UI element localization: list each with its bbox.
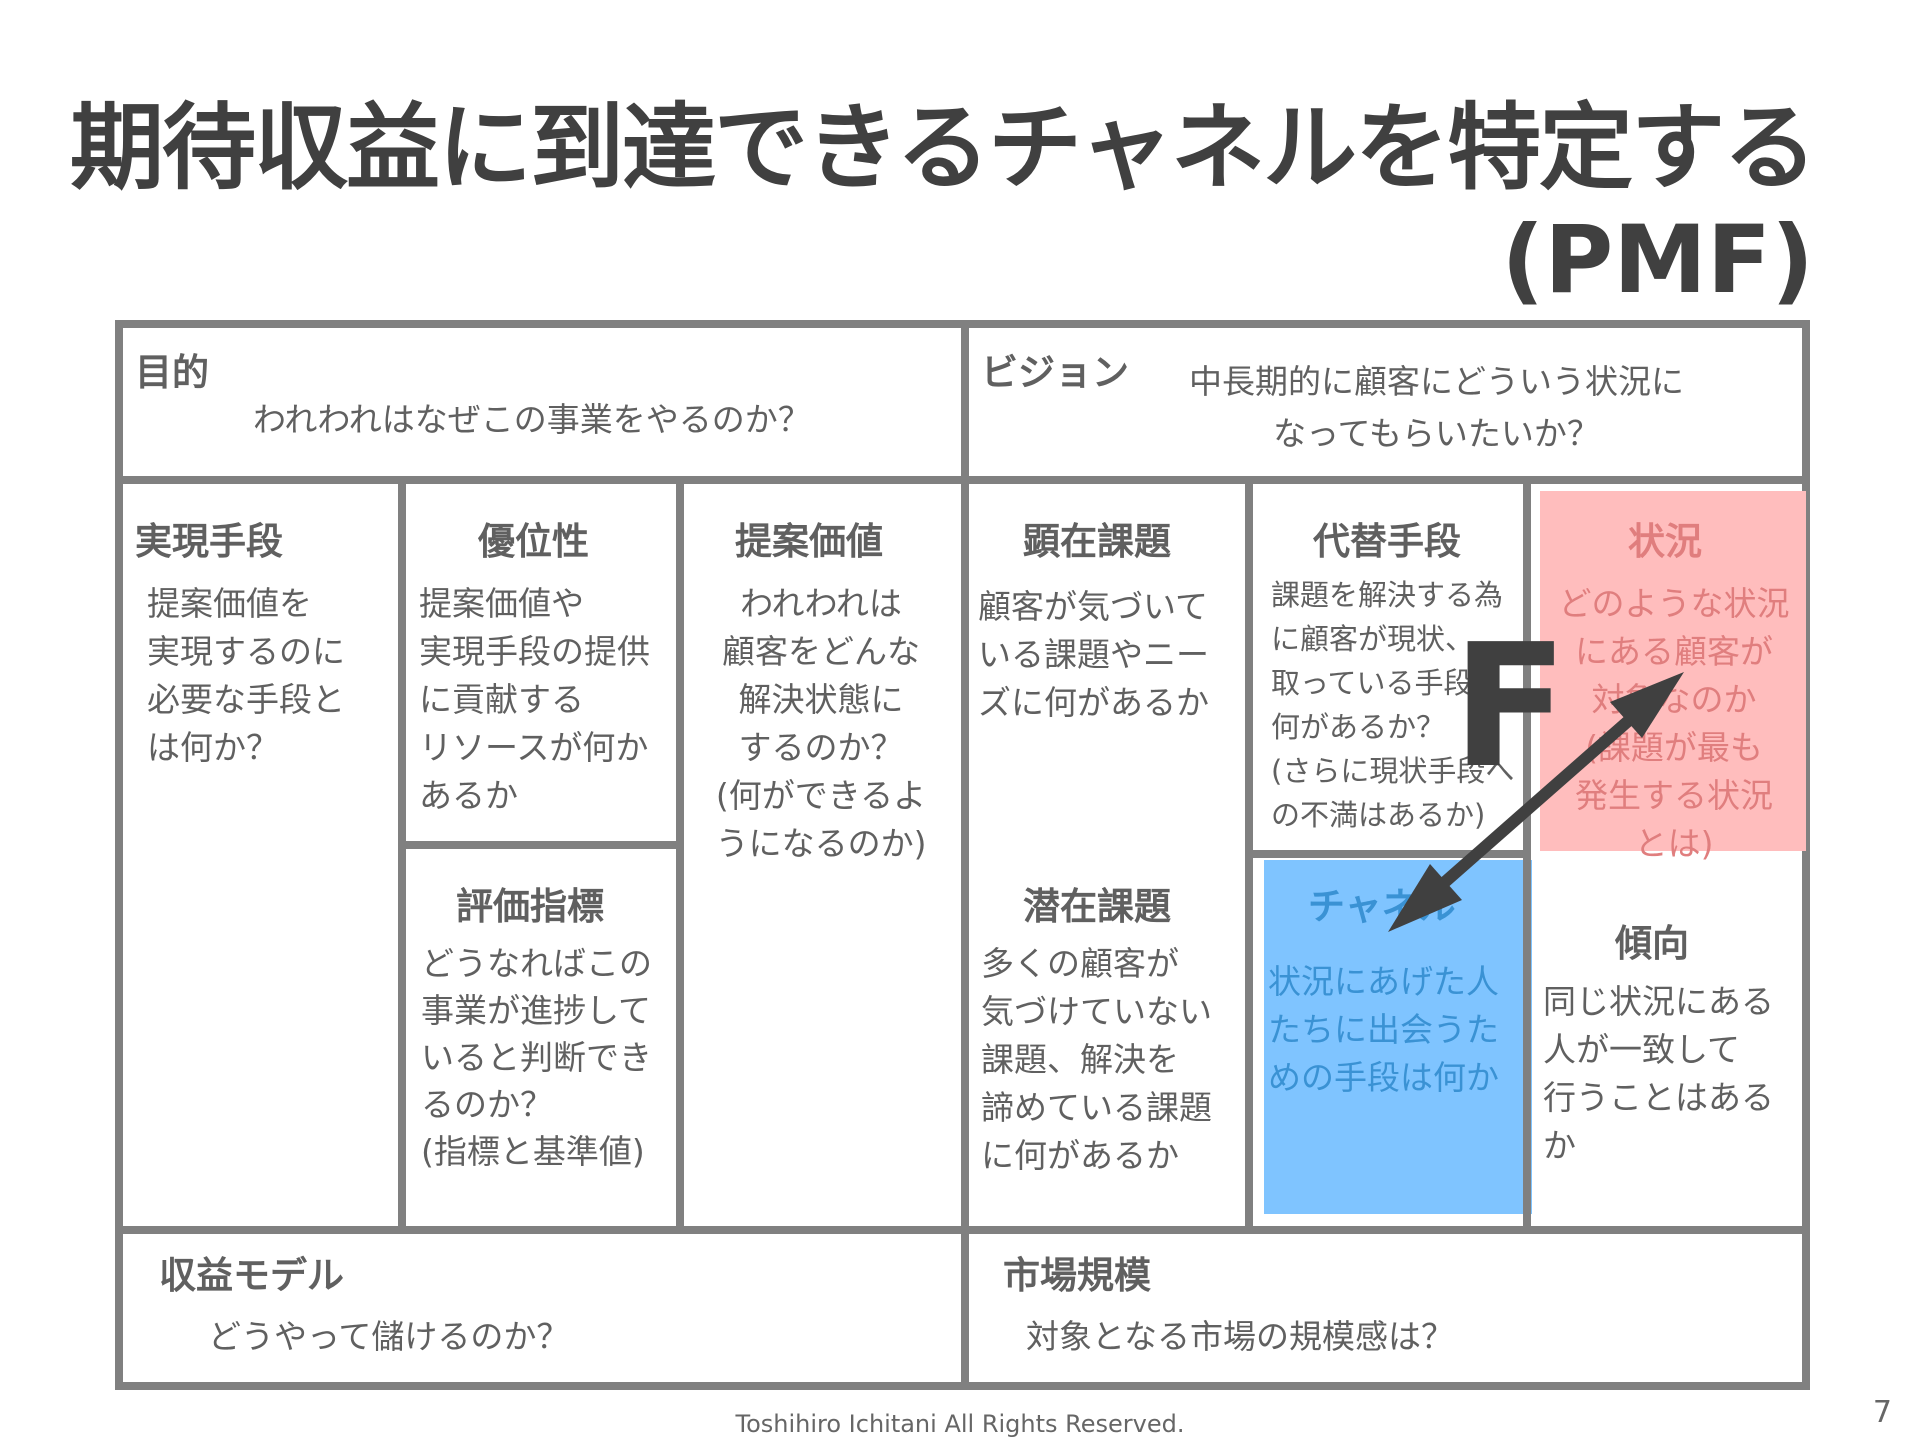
divider-2 xyxy=(676,476,684,1234)
vision-cell: ビジョン 中長期的に顧客にどういう状況に なってもらいたいか？ xyxy=(969,328,1802,476)
page-number: 7 xyxy=(1872,1395,1892,1430)
divider-alternative-channel xyxy=(1245,850,1531,858)
means-heading: 実現手段 xyxy=(135,520,283,563)
value-text: われわれは 顧客をどんな 解決状態に するのか？ (何ができるよ うになるのか) xyxy=(715,584,927,863)
market-heading: 市場規模 xyxy=(1003,1254,1151,1297)
tendency-text: 同じ状況にある 人が一致して 行うことはある か xyxy=(1543,982,1774,1165)
overlay-letter: F xyxy=(1452,608,1569,806)
channel-text: 状況にあげた人 たちに出会うた めの手段は何か xyxy=(1268,962,1499,1097)
alternative-text: 課題を解決する為 に顧客が現状、 取っている手段 何があるか？ (さらに現状手段… xyxy=(1271,578,1515,832)
tendency-heading: 傾向 xyxy=(1615,922,1689,965)
divider-1 xyxy=(398,476,406,1234)
market-text: 対象となる市場の規模感は？ xyxy=(1026,1317,1455,1356)
situation-highlight xyxy=(1540,491,1806,851)
vision-text: 中長期的に顧客にどういう状況に なってもらいたいか？ xyxy=(1189,362,1684,453)
revenue-heading: 収益モデル xyxy=(159,1254,344,1297)
vision-heading: ビジョン xyxy=(981,351,1129,394)
kpi-text: どうなればこの 事業が進捗して いると判断でき るのか？ (指標と基準値) xyxy=(421,944,652,1171)
divider-center xyxy=(961,328,969,1382)
slide-title: 期待収益に到達できるチャネルを特定する xyxy=(70,94,1817,203)
advantage-text: 提案価値や 実現手段の提供 に貢献する リソースが何か あるか xyxy=(419,584,650,815)
divider-advantage-kpi xyxy=(398,841,684,849)
means-text: 提案価値を 実現するのに 必要な手段と は何か？ xyxy=(147,584,345,767)
footer-copyright: Toshihiro Ichitani All Rights Reserved. xyxy=(735,1410,1185,1438)
situation-heading: 状況 xyxy=(1628,520,1702,563)
revenue-text: どうやって儲けるのか？ xyxy=(208,1317,570,1356)
value-heading: 提案価値 xyxy=(735,520,883,563)
alternative-heading: 代替手段 xyxy=(1313,520,1461,563)
latent-text: 多くの顧客が 気づけていない 課題、解決を 諦めている課題 に何があるか xyxy=(981,944,1212,1175)
purpose-cell: 目的 われわれはなぜこの事業をやるのか？ xyxy=(123,328,961,476)
situation-text: どのような状況 にある顧客が 対象なのか (課題が最も 発生する状況 とは) xyxy=(1558,584,1790,863)
advantage-heading: 優位性 xyxy=(478,520,589,563)
latent-heading: 潜在課題 xyxy=(1023,885,1171,928)
purpose-text: われわれはなぜこの事業をやるのか？ xyxy=(253,400,811,439)
slide-subtitle: (PMF) xyxy=(1501,206,1814,315)
purpose-heading: 目的 xyxy=(135,351,209,394)
kpi-heading: 評価指標 xyxy=(456,885,604,928)
explicit-text: 顧客が気づいて いる課題やニー ズに何があるか xyxy=(978,587,1209,722)
lean-canvas: 目的 われわれはなぜこの事業をやるのか？ ビジョン 中長期的に顧客にどういう状況… xyxy=(115,320,1810,1390)
explicit-heading: 顕在課題 xyxy=(1023,520,1171,563)
